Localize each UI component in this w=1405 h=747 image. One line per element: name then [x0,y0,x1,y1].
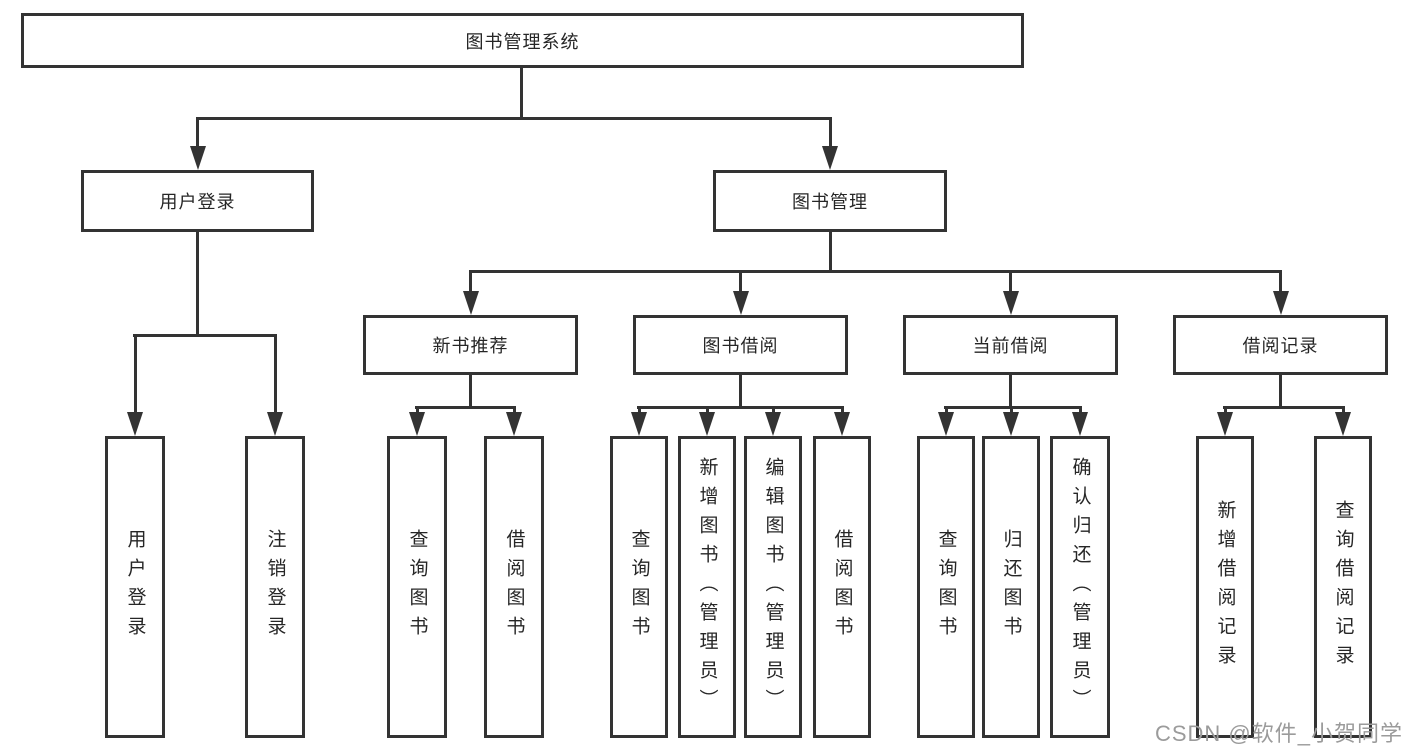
arrowhead-current-borrow [1003,291,1019,315]
arrowhead-bb-query [631,412,647,436]
connector-book-mgmt-branch [469,270,1282,273]
leaf-user-login: 用户登录 [105,436,165,738]
arrowhead-nb-query [409,412,425,436]
connector-drop-leaf-login [134,334,137,414]
connector-drop-bb-add [706,406,709,416]
connector-user-login-stem [196,232,199,336]
connector-drop-bb-query [638,406,641,416]
leaf-current-query: 查询图书 [917,436,975,738]
leaf-borrowing-borrow: 借阅图书 [813,436,871,738]
node-root-system: 图书管理系统 [21,13,1024,68]
connector-borrowing-stem [739,375,742,408]
arrowhead-bb-borrow [834,412,850,436]
node-book-management: 图书管理 [713,170,947,232]
connector-drop-rec-add [1224,406,1227,416]
leaf-logout: 注销登录 [245,436,305,738]
leaf-borrowing-edit-admin: 编辑图书（管理员） [744,436,802,738]
node-borrow-records: 借阅记录 [1173,315,1388,375]
connector-records-branch [1223,406,1345,409]
arrowhead-bb-add [699,412,715,436]
connector-drop-bb-borrow [841,406,844,416]
connector-drop-cb-query [945,406,948,416]
connector-records-stem [1279,375,1282,408]
arrowhead-new-book [463,291,479,315]
leaf-record-add: 新增借阅记录 [1196,436,1254,738]
connector-root-stem [520,67,523,119]
connector-drop-new-book [469,270,472,292]
connector-drop-bb-edit [772,406,775,416]
leaf-newbook-borrow-label: 借阅图书 [503,529,525,645]
leaf-current-query-label: 查询图书 [935,529,957,645]
arrowhead-cb-return [1003,412,1019,436]
leaf-borrowing-edit-admin-label: 编辑图书（管理员） [762,456,784,718]
connector-drop-borrow-record [1279,270,1282,292]
arrowhead-nb-borrow [506,412,522,436]
connector-drop-nb-query [416,406,419,416]
leaf-current-confirm-admin-label: 确认归还（管理员） [1069,456,1091,718]
connector-current-branch [944,406,1082,409]
arrowhead-cb-query [938,412,954,436]
arrowhead-cb-confirm [1072,412,1088,436]
connector-root-branch [196,117,832,120]
arrowhead-rec-query [1335,412,1351,436]
connector-drop-cb-confirm [1079,406,1082,416]
leaf-current-confirm-admin: 确认归还（管理员） [1050,436,1110,738]
leaf-record-add-label: 新增借阅记录 [1214,500,1236,674]
leaf-borrowing-add-admin: 新增图书（管理员） [678,436,736,738]
connector-borrowing-branch [637,406,844,409]
connector-current-stem [1009,375,1012,408]
leaf-current-return-label: 归还图书 [1000,529,1022,645]
connector-drop-cb-return [1010,406,1013,416]
node-book-borrowing: 图书借阅 [633,315,848,375]
arrowhead-book-borrow [733,291,749,315]
leaf-newbook-query-label: 查询图书 [406,529,428,645]
arrowhead-user-login [190,146,206,170]
leaf-borrowing-query: 查询图书 [610,436,668,738]
leaf-newbook-query: 查询图书 [387,436,447,738]
leaf-current-return: 归还图书 [982,436,1040,738]
leaf-user-login-label: 用户登录 [124,529,146,645]
connector-drop-current-borrow [1009,270,1012,292]
connector-newbook-branch [415,406,516,409]
node-current-borrowing: 当前借阅 [903,315,1118,375]
leaf-record-query-label: 查询借阅记录 [1332,500,1354,674]
connector-drop-rec-query [1342,406,1345,416]
leaf-borrowing-borrow-label: 借阅图书 [831,529,853,645]
leaf-record-query: 查询借阅记录 [1314,436,1372,738]
arrowhead-borrow-record [1273,291,1289,315]
node-user-login: 用户登录 [81,170,314,232]
leaf-logout-label: 注销登录 [264,529,286,645]
leaf-newbook-borrow: 借阅图书 [484,436,544,738]
leaf-borrowing-query-label: 查询图书 [628,529,650,645]
arrowhead-rec-add [1217,412,1233,436]
csdn-watermark: CSDN @软件_小贺同学 [1154,721,1403,746]
arrowhead-bb-edit [765,412,781,436]
leaf-borrowing-add-admin-label: 新增图书（管理员） [696,456,718,718]
connector-user-login-branch [133,334,277,337]
connector-drop-nb-borrow [513,406,516,416]
node-new-book-recommend: 新书推荐 [363,315,578,375]
connector-newbook-stem [469,375,472,408]
connector-drop-book-borrow [739,270,742,292]
arrowhead-leaf-logout [267,412,283,436]
connector-book-mgmt-stem [829,232,832,272]
connector-drop-book-mgmt [829,117,832,148]
connector-drop-user-login [196,117,199,148]
arrowhead-book-mgmt [822,146,838,170]
arrowhead-leaf-login [127,412,143,436]
connector-drop-leaf-logout [274,334,277,414]
